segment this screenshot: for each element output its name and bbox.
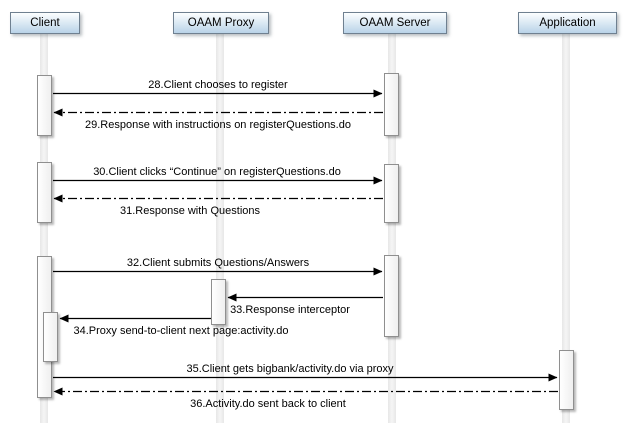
lifeline-client (40, 31, 48, 423)
message-36-label: 36.Activity.do sent back to client (190, 398, 346, 410)
lifeline-proxy (216, 31, 224, 423)
activation-server-1 (384, 73, 399, 136)
message-33-label: 33.Response interceptor (230, 304, 350, 316)
activation-proxy-1 (211, 279, 226, 325)
actor-application-label: Application (539, 17, 596, 29)
actor-proxy-label: OAAM Proxy (187, 17, 255, 29)
actor-client-label: Client (30, 17, 60, 29)
actor-server: OAAM Server (343, 12, 447, 34)
activation-client-1 (37, 75, 52, 136)
message-32-label: 32.Client submits Questions/Answers (126, 257, 310, 269)
message-35-label: 35.Client gets bigbank/activity.do via p… (186, 363, 394, 375)
message-29-label: 29.Response with instructions on registe… (85, 119, 351, 131)
lifeline-application (562, 31, 570, 423)
message-34-label: 34.Proxy send-to-client next page:activi… (73, 325, 289, 337)
lifeline-server (388, 31, 396, 423)
activation-application-1 (559, 350, 574, 410)
activation-client-3-nested (43, 312, 58, 362)
actor-proxy: OAAM Proxy (173, 12, 269, 34)
actor-server-label: OAAM Server (359, 17, 431, 29)
message-31-label: 31.Response with Questions (119, 205, 261, 217)
activation-server-2 (384, 164, 399, 223)
message-30-label: 30.Client clicks “Continue” on registerQ… (93, 166, 341, 178)
actor-application: Application (518, 12, 617, 34)
message-28-label: 28.Client chooses to register (148, 79, 288, 91)
activation-client-2 (37, 162, 52, 223)
activation-server-3 (384, 255, 399, 337)
actor-client: Client (10, 12, 80, 34)
